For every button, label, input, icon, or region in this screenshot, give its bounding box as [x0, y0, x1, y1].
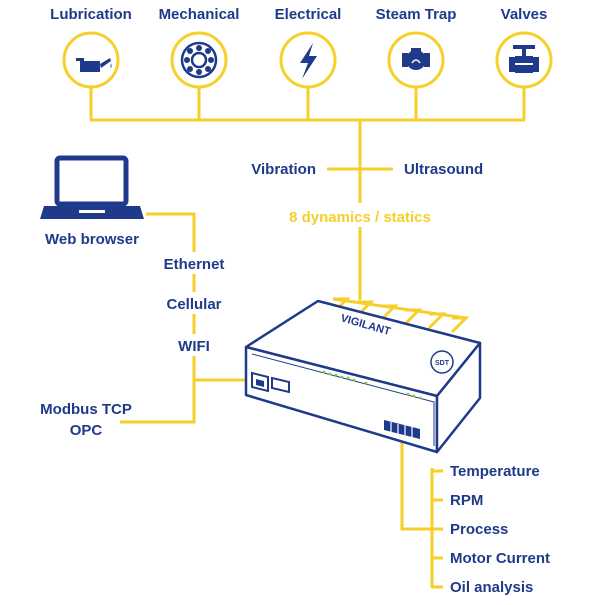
process-input-lines [400, 434, 443, 589]
web-browser-label: Web browser [45, 231, 139, 248]
opc-label: OPC [70, 422, 103, 439]
sensor-label-steam-trap: Steam Trap [376, 6, 457, 23]
vibration-label: Vibration [251, 161, 316, 178]
temperature-label: Temperature [450, 463, 540, 480]
vigilant-device: VIGILANT SDT [244, 297, 482, 454]
ultrasound-label: Ultrasound [404, 161, 483, 178]
sensor-label-electrical: Electrical [275, 6, 342, 23]
sdt-badge [430, 350, 454, 374]
sensor-label-mechanical: Mechanical [159, 6, 240, 23]
connectivity-lines [120, 212, 252, 424]
cellular-label-bg [160, 292, 228, 314]
valve-icon [495, 31, 553, 89]
sensor-connectors [331, 297, 470, 334]
modbus-tcp-label: Modbus TCP [40, 401, 132, 418]
channel-summary-bg [280, 203, 440, 227]
status-leds [322, 370, 422, 400]
steam-trap-icon [387, 31, 445, 89]
process-label: Process [450, 521, 508, 538]
wifi-label: WIFI [178, 338, 210, 355]
motor-current-label: Motor Current [450, 550, 550, 567]
sensor-tree-lines [89, 87, 526, 300]
rpm-label: RPM [450, 492, 483, 509]
laptop-icon [40, 155, 144, 219]
ethernet-label: Ethernet [164, 256, 225, 273]
channel-summary-label: 8 dynamics / statics [289, 209, 431, 226]
io-terminal-block [384, 420, 420, 439]
lightning-icon [279, 31, 337, 89]
sensor-label-valves: Valves [501, 6, 548, 23]
oil-can-icon [62, 31, 120, 89]
cellular-label: Cellular [166, 296, 221, 313]
oil-analysis-label: Oil analysis [450, 579, 533, 596]
ethernet-port [251, 371, 290, 394]
bearing-icon [170, 31, 228, 89]
sdt-badge-label: SDT [435, 360, 450, 367]
ethernet-label-bg [158, 252, 230, 274]
sensor-label-lubrication: Lubrication [50, 6, 132, 23]
wifi-label-bg [172, 334, 216, 356]
